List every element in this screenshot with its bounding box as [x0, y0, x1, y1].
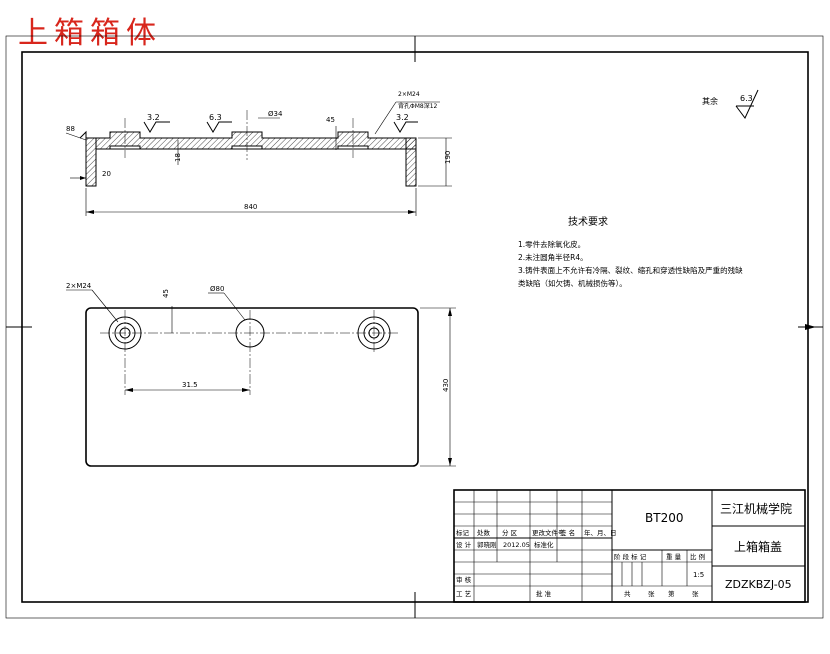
plan-label-spacing: 31.5 [182, 381, 198, 389]
label-thread: 2×M24 [398, 91, 420, 98]
section-view: 3.2 6.3 3.2 88 Ø34 45 2×M24 背孔ΦM8深12 18 … [65, 91, 452, 216]
svg-text:6.3: 6.3 [740, 94, 753, 103]
svg-text:工 艺: 工 艺 [456, 590, 472, 598]
section-left-wall [85, 137, 97, 187]
svg-text:3.2: 3.2 [147, 113, 160, 122]
part-name: 上箱箱盖 [734, 539, 782, 554]
title-block: BT200 三江机械学院 上箱箱盖 ZDZKBZJ-05 1:5 标记 处数 分… [453, 489, 806, 603]
tech-item: 3.铸件表面上不允许有冷隔、裂纹、缩孔和穿透性缺陷及严重的残缺 [518, 265, 743, 275]
tech-item: 1.零件去除氧化皮。 [518, 239, 585, 249]
plan-outline [85, 307, 419, 467]
tech-item: 2.未注圆角半径R4。 [518, 252, 588, 262]
label-flange: 88 [66, 125, 75, 133]
svg-text:更改文件号: 更改文件号 [532, 528, 565, 537]
section-top-plate [86, 131, 417, 150]
svg-text:年、月、日: 年、月、日 [584, 528, 617, 537]
svg-text:6.3: 6.3 [209, 113, 222, 122]
page-title: 上箱箱体 [18, 16, 162, 51]
plan-label-offset: 45 [162, 289, 170, 298]
school-name: 三江机械学院 [720, 501, 792, 516]
svg-text:批 准: 批 准 [536, 589, 552, 598]
roughness-symbol: 3.2 [143, 113, 170, 133]
section-right-wall [405, 137, 417, 187]
svg-text:分 区: 分 区 [502, 528, 518, 537]
svg-text:审 核: 审 核 [456, 575, 472, 584]
svg-text:其余: 其余 [702, 96, 718, 106]
svg-text:张: 张 [692, 589, 699, 598]
svg-text:张: 张 [648, 589, 655, 598]
direction-arrow-right [805, 324, 816, 330]
tech-requirements: 技术要求 1.零件去除氧化皮。 2.未注圆角半径R4。 3.铸件表面上不允许有冷… [518, 215, 743, 288]
svg-text:比 例: 比 例 [690, 552, 705, 561]
drawing-number: ZDZKBZJ-05 [725, 578, 792, 591]
svg-text:3.2: 3.2 [396, 113, 409, 122]
svg-text:重 量: 重 量 [666, 553, 682, 561]
svg-text:标准化: 标准化 [534, 540, 554, 549]
tech-item: 类缺陷（如欠铸、机械损伤等）。 [518, 278, 627, 288]
tech-heading: 技术要求 [568, 215, 608, 228]
plan-view: 2×M24 45 Ø80 31.5 430 [66, 282, 456, 467]
svg-text:处数: 处数 [477, 528, 491, 537]
plan-label-bore: Ø80 [210, 285, 224, 293]
label-hole-dia: Ø34 [268, 110, 283, 118]
plan-label-thread: 2×M24 [66, 282, 92, 290]
svg-text:第: 第 [668, 589, 675, 598]
label-depth: 45 [326, 116, 335, 124]
svg-text:共: 共 [624, 589, 631, 598]
roughness-symbol: 3.2 [393, 113, 418, 133]
svg-text:郭晓刚: 郭晓刚 [477, 540, 497, 549]
svg-text:阶 段 标 记: 阶 段 标 记 [614, 552, 647, 561]
other-surfaces-roughness: 其余 6.3 [702, 89, 759, 119]
roughness-symbol: 6.3 [206, 113, 232, 133]
svg-text:签 名: 签 名 [560, 528, 575, 537]
label-length: 840 [244, 203, 257, 211]
plan-label-height: 430 [442, 379, 450, 392]
label-height: 190 [444, 151, 452, 164]
svg-text:标记: 标记 [456, 528, 470, 537]
label-wall: 20 [102, 170, 111, 178]
label-thread-note: 背孔ΦM8深12 [398, 102, 438, 110]
outer-border [5, 35, 824, 619]
material: BT200 [645, 511, 683, 525]
svg-text:2012.05: 2012.05 [503, 541, 530, 549]
svg-text:设 计: 设 计 [456, 540, 472, 549]
scale: 1:5 [693, 571, 704, 579]
